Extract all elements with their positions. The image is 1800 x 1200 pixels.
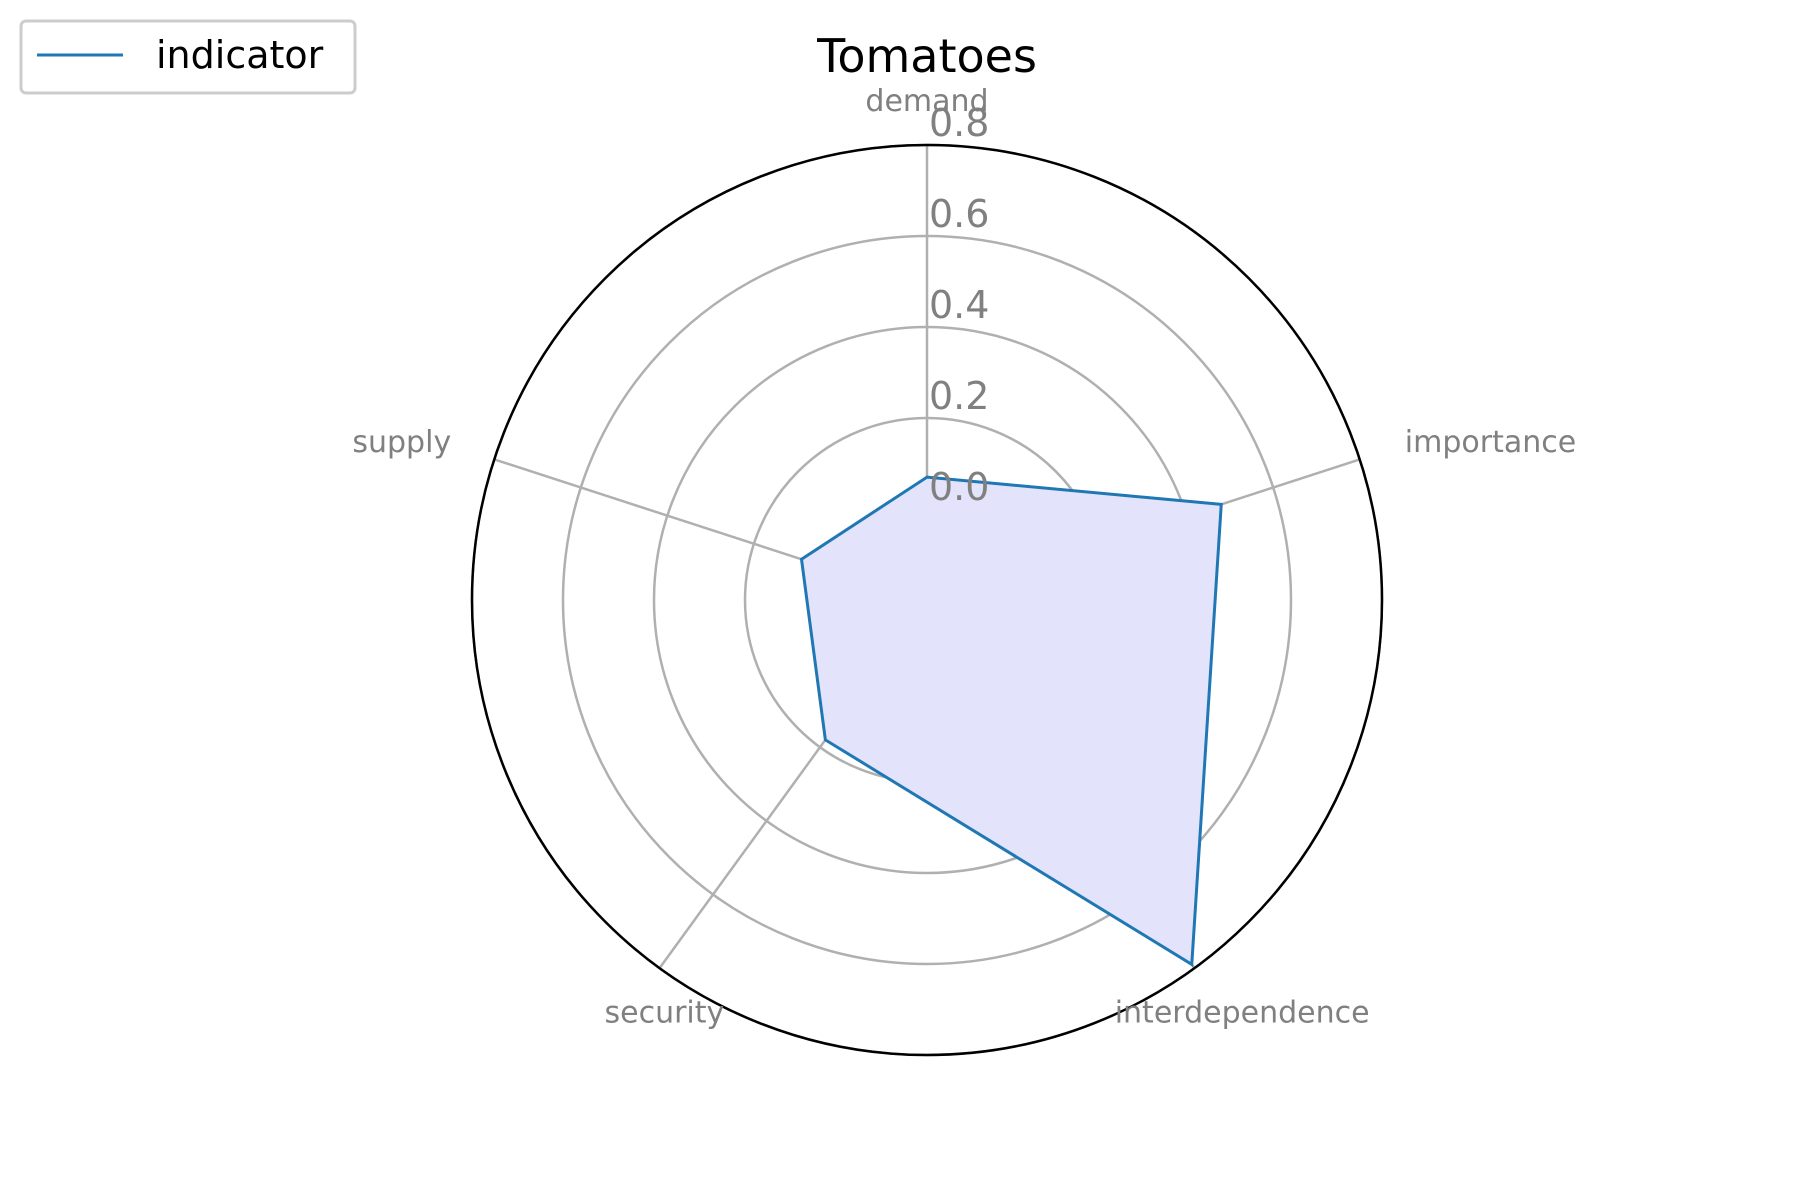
r-tick-label-1: 0.2 xyxy=(929,374,989,418)
legend-box xyxy=(19,19,357,95)
chart-title: Tomatoes xyxy=(816,29,1037,83)
grid-layer xyxy=(470,143,1384,1057)
series-line-0 xyxy=(799,475,1223,968)
legend-label-indicator: indicator xyxy=(156,33,324,77)
legend: indicator xyxy=(19,19,357,95)
axis-label-importance: importance xyxy=(1405,425,1576,460)
axis-label-demand: demand xyxy=(865,84,988,119)
axis-label-interdependence: interdependence xyxy=(1115,996,1370,1031)
r-tick-label-2: 0.4 xyxy=(929,283,989,327)
r-tick-label-3: 0.6 xyxy=(929,192,989,236)
series-fill-0 xyxy=(801,477,1222,965)
outer-frame xyxy=(470,143,1384,1057)
series-layer xyxy=(799,475,1223,968)
axis-label-supply: supply xyxy=(352,425,451,460)
r-tick-label-4: 0.8 xyxy=(929,101,989,145)
axis-label-security: security xyxy=(605,996,725,1031)
r-tick-label-0: 0.0 xyxy=(929,465,989,509)
